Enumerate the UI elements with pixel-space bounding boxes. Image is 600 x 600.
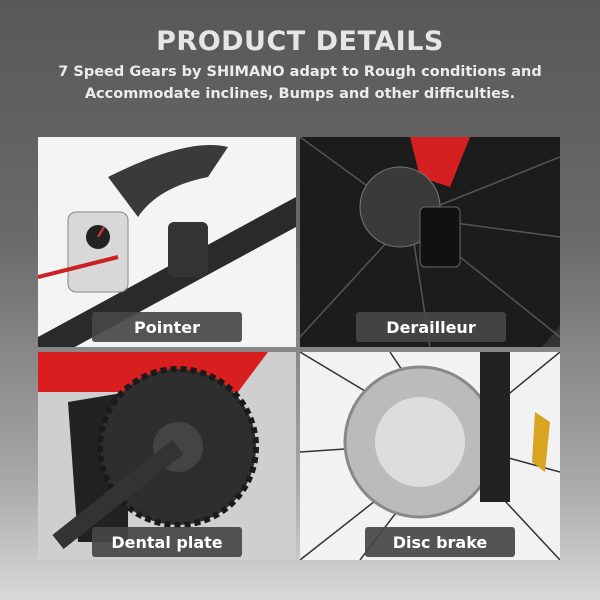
disc-brake-panel: Disc brake xyxy=(300,352,560,560)
subtitle-line-2: Accommodate inclines, Bumps and other di… xyxy=(84,86,516,102)
dental-plate-panel: Dental plate xyxy=(38,352,296,560)
pointer-panel: Pointer xyxy=(38,137,296,347)
derailleur-photo xyxy=(300,137,560,347)
subtitle-line-1: 7 Speed Gears by SHIMANO adapt to Rough … xyxy=(58,64,542,80)
disc-brake-label: Disc brake xyxy=(365,527,515,557)
derailleur-panel: Derailleur xyxy=(300,137,560,347)
shifter-photo xyxy=(38,145,296,347)
chainring-photo xyxy=(38,352,268,550)
pointer-label: Pointer xyxy=(92,312,242,342)
page-title: PRODUCT DETAILS xyxy=(156,26,444,57)
derailleur-label: Derailleur xyxy=(356,312,506,342)
disc-brake-photo xyxy=(300,352,560,560)
dental-plate-label: Dental plate xyxy=(92,527,242,557)
